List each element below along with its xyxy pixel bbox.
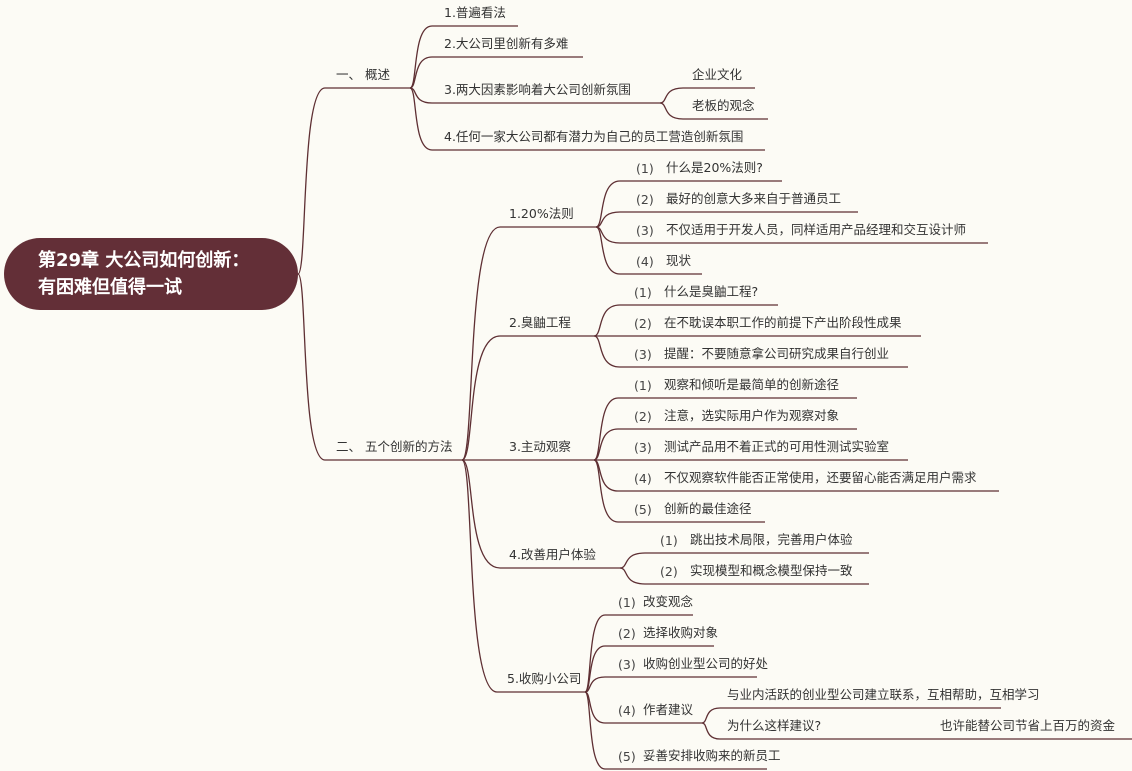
subtopic-connector bbox=[619, 567, 869, 585]
central-topic-line2: 有困难但值得一试 bbox=[38, 277, 182, 298]
subtopic-label[interactable]: 注意，选实际用户作为观察对象 bbox=[664, 408, 840, 423]
subtopic-label[interactable]: 企业文化 bbox=[692, 67, 743, 82]
subtopic-number: (3) bbox=[618, 657, 636, 672]
subtopic-connector bbox=[593, 428, 857, 461]
subtopic-connector bbox=[595, 211, 858, 228]
subtopic-connector bbox=[593, 459, 765, 523]
subtopic-label[interactable]: 作者建议 bbox=[643, 702, 694, 717]
subtopic-number: (1) bbox=[634, 285, 652, 300]
detail-label[interactable]: 与业内活跃的创业型公司建立联系，互相帮助，互相学习 bbox=[727, 687, 1040, 702]
detail-answer-label[interactable]: 也许能替公司节省上百万的资金 bbox=[940, 718, 1116, 733]
subtopic-connector bbox=[595, 226, 702, 275]
method-label[interactable]: 5.收购小公司 bbox=[507, 671, 582, 686]
subtopic-label[interactable]: 实现模型和概念模型保持一致 bbox=[690, 563, 853, 578]
topic-connector bbox=[409, 87, 660, 104]
subtopic-label[interactable]: 收购创业型公司的好处 bbox=[643, 656, 769, 671]
subtopic-label[interactable]: 跳出技术局限，完善用户体验 bbox=[690, 532, 853, 547]
subtopic-connector bbox=[659, 87, 755, 104]
method-connector bbox=[461, 459, 585, 693]
subtopic-number: (4) bbox=[618, 703, 636, 718]
subtopic-label[interactable]: 不仅适用于开发人员，同样适用产品经理和交互设计师 bbox=[666, 222, 967, 237]
method-label[interactable]: 1.20%法则 bbox=[509, 206, 574, 221]
subtopic-label[interactable]: 改变观念 bbox=[643, 594, 694, 609]
subtopic-number: (4) bbox=[634, 471, 652, 486]
subtopic-label[interactable]: 最好的创意大多来自于普通员工 bbox=[666, 191, 842, 206]
branch-methods-connector bbox=[297, 273, 462, 461]
topic-label[interactable]: 4.任何一家大公司都有潜力为自己的员工营造创新氛围 bbox=[444, 129, 744, 144]
subtopic-number: (5) bbox=[618, 749, 636, 764]
subtopic-number: (3) bbox=[634, 440, 652, 455]
branch-methods-label[interactable]: 二、 五个创新的方法 bbox=[336, 439, 453, 454]
subtopic-number: (3) bbox=[634, 347, 652, 362]
subtopic-label[interactable]: 提醒：不要随意拿公司研究成果自行创业 bbox=[664, 346, 890, 361]
method-connector bbox=[461, 459, 620, 569]
subtopic-label[interactable]: 妥善安排收购来的新员工 bbox=[643, 748, 781, 763]
subtopic-label[interactable]: 观察和倾听是最简单的创新途径 bbox=[664, 377, 840, 392]
subtopic-label[interactable]: 在不耽误本职工作的前提下产出阶段性成果 bbox=[664, 315, 902, 330]
method-label[interactable]: 3.主动观察 bbox=[509, 439, 571, 454]
subtopic-label[interactable]: 不仅观察软件能否正常使用，还要留心能否满足用户需求 bbox=[664, 470, 977, 485]
subtopic-connector bbox=[619, 552, 869, 569]
subtopic-number: (1) bbox=[618, 595, 636, 610]
detail-connector bbox=[701, 707, 1001, 724]
branch-overview-label[interactable]: 一、 概述 bbox=[336, 67, 390, 82]
subtopic-number: (2) bbox=[634, 409, 652, 424]
method-label[interactable]: 4.改善用户体验 bbox=[509, 547, 596, 562]
subtopic-number: (3) bbox=[636, 223, 654, 238]
subtopic-label[interactable]: 什么是臭鼬工程? bbox=[664, 284, 759, 299]
subtopic-number: (2) bbox=[636, 192, 654, 207]
central-topic-line1: 第29章 大公司如何创新： bbox=[38, 250, 250, 271]
subtopic-number: (2) bbox=[618, 626, 636, 641]
method-connector bbox=[461, 335, 594, 461]
subtopic-connector bbox=[593, 335, 908, 368]
subtopic-connector bbox=[584, 691, 767, 770]
subtopic-number: (4) bbox=[636, 254, 654, 269]
subtopic-number: (1) bbox=[636, 161, 654, 176]
central-topic[interactable]: 第29章 大公司如何创新： 有困难但值得一试 bbox=[4, 238, 298, 310]
subtopic-connector bbox=[584, 676, 757, 693]
branch-overview-connector bbox=[297, 87, 410, 275]
detail-label[interactable]: 为什么这样建议? bbox=[727, 718, 822, 733]
subtopic-number: (1) bbox=[634, 378, 652, 393]
subtopic-number: (5) bbox=[634, 502, 652, 517]
topic-label[interactable]: 2.大公司里创新有多难 bbox=[444, 36, 569, 51]
subtopic-connector bbox=[593, 304, 778, 337]
subtopic-label[interactable]: 老板的观念 bbox=[692, 98, 755, 113]
topic-connector bbox=[409, 87, 765, 151]
subtopic-number: (2) bbox=[660, 564, 678, 579]
subtopic-label[interactable]: 现状 bbox=[666, 253, 692, 268]
detail-connector bbox=[701, 722, 1132, 740]
subtopic-number: (1) bbox=[660, 533, 678, 548]
subtopic-connector bbox=[659, 102, 768, 120]
topic-label[interactable]: 1.普遍看法 bbox=[444, 5, 506, 20]
subtopic-label[interactable]: 选择收购对象 bbox=[643, 625, 719, 640]
subtopic-label[interactable]: 创新的最佳途径 bbox=[664, 501, 752, 516]
subtopic-number: (2) bbox=[634, 316, 652, 331]
subtopic-label[interactable]: 什么是20%法则? bbox=[666, 160, 763, 175]
topic-connector bbox=[409, 56, 583, 89]
subtopic-connector bbox=[584, 645, 714, 693]
topic-label[interactable]: 3.两大因素影响着大公司创新氛围 bbox=[444, 82, 631, 97]
method-label[interactable]: 2.臭鼬工程 bbox=[509, 315, 571, 330]
subtopic-connector bbox=[595, 180, 782, 228]
subtopic-label[interactable]: 测试产品用不着正式的可用性测试实验室 bbox=[664, 439, 890, 454]
method-connector bbox=[461, 226, 596, 461]
